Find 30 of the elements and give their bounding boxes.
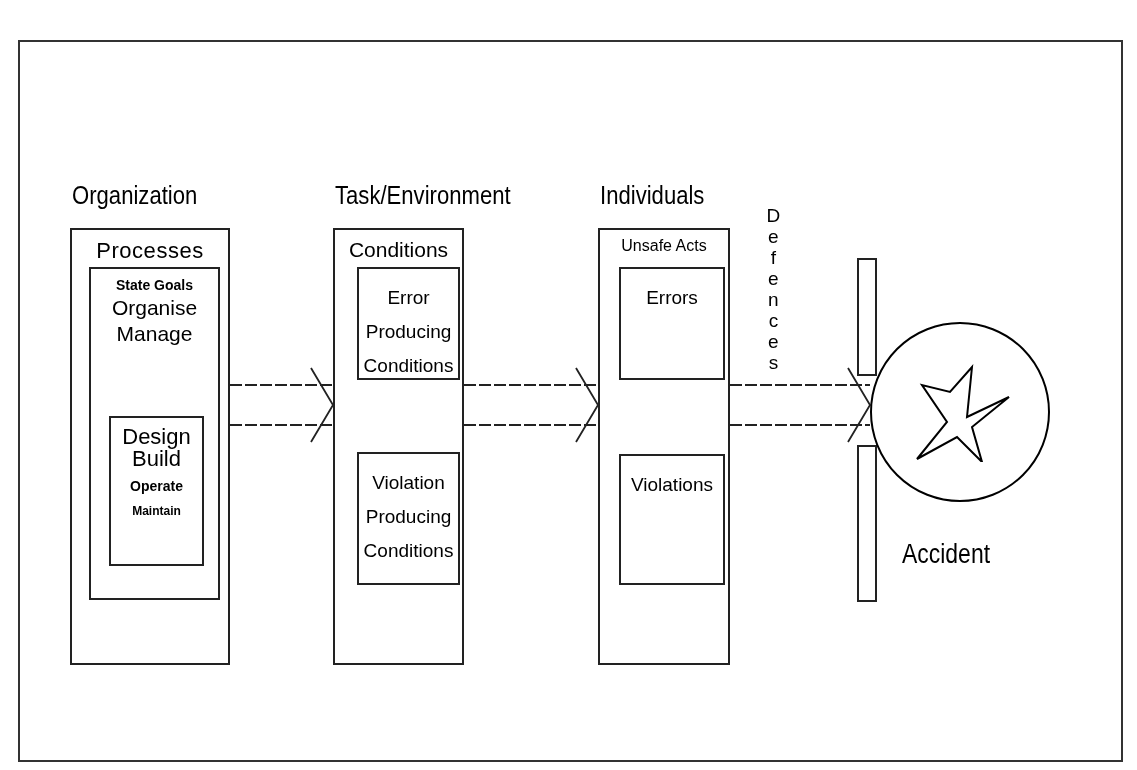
process-item: State Goals [116,277,193,295]
barrier-bar [857,445,877,602]
inner-box [109,416,204,566]
box-text: Violations [630,473,713,497]
barrier-bar [857,258,877,376]
node-caption: Accident [902,538,991,571]
inner-box [89,267,220,600]
inner-box [357,452,460,585]
inner-box [619,454,725,585]
column-heading: Task/Environment [335,179,511,212]
double-line-arrow [730,367,871,443]
inner-box [619,267,725,380]
double-line-arrow [464,367,599,443]
process-item: Design [122,426,191,448]
process-item: Maintain [132,503,181,519]
process-item: Build [132,448,181,470]
box-text: Violation Producing Conditions [363,471,454,563]
process-item: Operate [130,478,183,496]
column-heading: Organization [72,179,198,212]
column-heading: Individuals [600,179,705,212]
vertical-label: Defences [766,205,781,373]
process-item: Organise [111,294,198,321]
inner-box [357,267,460,380]
process-item: Manage [116,320,193,347]
box-heading: Conditions [347,237,450,263]
box-heading: Processes [95,237,205,265]
box-text: Error Producing Conditions [363,286,454,378]
double-line-arrow [230,367,334,443]
box-heading: Unsafe Acts [620,236,708,256]
box-text: Errors [646,286,698,310]
